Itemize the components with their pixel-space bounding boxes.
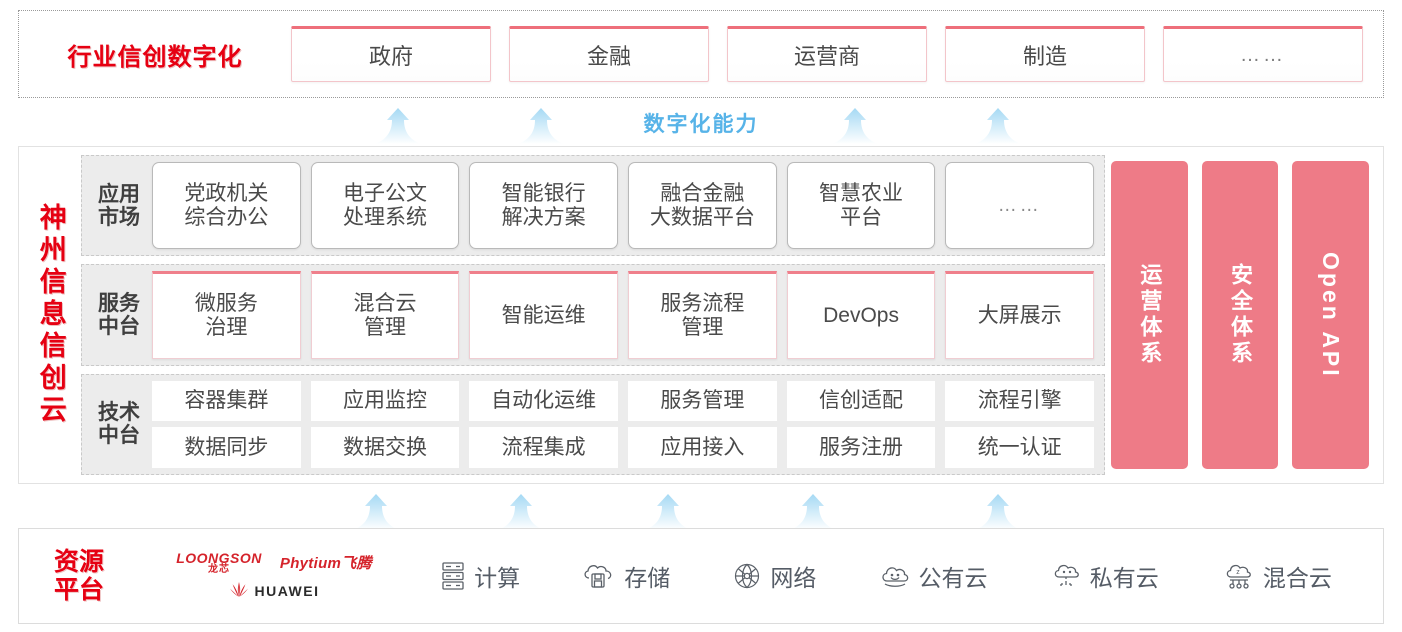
resource-arrow-row [0, 486, 1402, 530]
tech-card-r1-2[interactable]: 自动化运维 [469, 380, 619, 422]
cloud-tier-list: 应用 市场 党政机关综合办公 电子公文处理系统 智能银行解决方案 融合金融大数据… [81, 147, 1111, 483]
resource-title: 资源 平台 [53, 548, 104, 604]
industry-card-finance[interactable]: 金融 [509, 26, 709, 82]
private-cloud-icon [1050, 562, 1082, 590]
svc-card-4[interactable]: DevOps [786, 271, 936, 359]
pillar-operations-system[interactable]: 运营体系 [1111, 161, 1188, 469]
resource-item-label: 公有云 [918, 565, 988, 591]
capability-label: 数字化能力 [643, 113, 759, 136]
up-arrow-icon [975, 108, 1021, 144]
svc-card-3[interactable]: 服务流程管理 [628, 271, 777, 359]
resource-item-label: 计算 [474, 565, 521, 591]
app-card-1[interactable]: 电子公文处理系统 [310, 162, 460, 250]
capability-arrow-row: 数字化能力 [0, 100, 1402, 144]
tech-card-r1-1[interactable]: 应用监控 [310, 380, 460, 422]
tech-card-r2-2[interactable]: 流程集成 [469, 427, 619, 468]
tech-card-r2-1[interactable]: 数据交换 [310, 427, 460, 468]
cloud-pillar-list: 运营体系 安全体系 Open API [1111, 147, 1383, 483]
tech-row-1: 容器集群 应用监控 自动化运维 服务管理 信创适配 流程引擎 [152, 380, 1095, 422]
app-card-0[interactable]: 党政机关综合办公 [152, 162, 301, 250]
up-arrow-icon [353, 494, 399, 530]
up-arrow-icon [790, 494, 836, 530]
cloud-title: 神州信息信创云 [19, 147, 81, 483]
shenzhou-cloud-block: 神州信息信创云 应用 市场 党政机关综合办公 电子公文处理系统 智能银行解决方案… [18, 146, 1384, 484]
app-card-3[interactable]: 融合金融大数据平台 [628, 162, 777, 250]
vendor-row-bottom: HUAWEI [229, 581, 320, 602]
tech-card-r1-4[interactable]: 信创适配 [786, 380, 936, 422]
cloud-title-text: 神州信息信创云 [35, 203, 66, 427]
resource-item-network[interactable]: 网络 [732, 559, 816, 593]
phytium-logo: Phytium飞腾 [279, 555, 372, 572]
tier-service-platform: 服务 中台 微服务治理 混合云管理 智能运维 服务流程管理 DevOps 大屏展… [81, 264, 1105, 366]
pillar-security-system[interactable]: 安全体系 [1201, 161, 1279, 469]
resource-item-private-cloud[interactable]: 私有云 [1050, 559, 1159, 593]
resource-platform-block: 资源 平台 LOONGSON 龙芯 Phytium飞腾 [18, 528, 1384, 624]
resource-item-label: 私有云 [1089, 565, 1159, 591]
up-arrow-icon [645, 494, 691, 530]
resource-item-label: 混合云 [1262, 565, 1332, 591]
server-rack-icon [440, 561, 466, 591]
up-arrow-icon [375, 108, 421, 144]
tier-label-service-platform: 服务 中台 [98, 291, 140, 338]
industry-card-operator[interactable]: 运营商 [727, 26, 927, 82]
industry-card-more[interactable]: …… [1163, 26, 1363, 82]
industry-card-government[interactable]: 政府 [291, 26, 491, 82]
public-cloud-icon [879, 563, 911, 589]
svc-card-5[interactable]: 大屏展示 [945, 271, 1095, 359]
resource-item-label: 网络 [770, 565, 817, 591]
huawei-flower-icon [229, 581, 249, 602]
cloud-storage-icon [582, 562, 616, 590]
hybrid-cloud-icon: z [1221, 562, 1255, 590]
app-card-4[interactable]: 智慧农业平台 [786, 162, 936, 250]
industry-card-manufacturing[interactable]: 制造 [945, 26, 1145, 82]
vendor-logo-list: LOONGSON 龙芯 Phytium飞腾 HUAWEI [139, 551, 409, 602]
tier-application-market: 应用 市场 党政机关综合办公 电子公文处理系统 智能银行解决方案 融合金融大数据… [81, 155, 1105, 257]
tech-row-2: 数据同步 数据交换 流程集成 应用接入 服务注册 统一认证 [152, 427, 1095, 468]
industry-card-list: 政府 金融 运营商 制造 …… [291, 26, 1383, 82]
up-arrow-icon [498, 494, 544, 530]
svc-card-1[interactable]: 混合云管理 [310, 271, 460, 359]
up-arrow-icon [518, 108, 564, 144]
tech-card-r1-5[interactable]: 流程引擎 [945, 380, 1095, 422]
tier-card-list: 微服务治理 混合云管理 智能运维 服务流程管理 DevOps 大屏展示 [152, 271, 1095, 359]
network-globe-icon [732, 561, 762, 591]
resource-item-list: 计算 存储 [409, 559, 1383, 593]
vendor-row-top: LOONGSON 龙芯 Phytium飞腾 [176, 551, 372, 575]
svc-card-2[interactable]: 智能运维 [469, 271, 619, 359]
tech-card-r2-4[interactable]: 服务注册 [786, 427, 936, 468]
up-arrow-icon [975, 494, 1021, 530]
resource-item-compute[interactable]: 计算 [440, 559, 520, 593]
resource-item-label: 存储 [624, 565, 671, 591]
tier-label-application-market: 应用 市场 [98, 182, 140, 229]
industry-title: 行业信创数字化 [67, 43, 243, 71]
svg-text:z: z [1236, 569, 1240, 576]
tier-label-technology-platform: 技术 中台 [98, 401, 140, 448]
resource-item-public-cloud[interactable]: 公有云 [879, 559, 988, 593]
tech-card-r2-0[interactable]: 数据同步 [152, 427, 301, 468]
resource-item-storage[interactable]: 存储 [582, 559, 670, 593]
tech-card-r2-3[interactable]: 应用接入 [628, 427, 777, 468]
svc-card-0[interactable]: 微服务治理 [152, 271, 301, 359]
app-card-more[interactable]: …… [945, 162, 1095, 250]
tech-card-r1-0[interactable]: 容器集群 [152, 380, 301, 422]
resource-item-hybrid-cloud[interactable]: z 混合云 [1221, 559, 1332, 593]
pillar-open-api[interactable]: Open API [1292, 161, 1370, 469]
industry-band: 行业信创数字化 政府 金融 运营商 制造 …… [18, 10, 1384, 98]
tech-card-r2-5[interactable]: 统一认证 [945, 427, 1095, 468]
tier-card-grid: 容器集群 应用监控 自动化运维 服务管理 信创适配 流程引擎 数据同步 数据交换… [152, 380, 1095, 468]
loongson-logo: LOONGSON 龙芯 [176, 549, 262, 575]
huawei-logo: HUAWEI [229, 581, 320, 602]
tier-card-list: 党政机关综合办公 电子公文处理系统 智能银行解决方案 融合金融大数据平台 智慧农… [152, 162, 1095, 250]
up-arrow-icon [832, 108, 878, 144]
tier-technology-platform: 技术 中台 容器集群 应用监控 自动化运维 服务管理 信创适配 流程引擎 数据同… [81, 373, 1105, 475]
tech-card-r1-3[interactable]: 服务管理 [628, 380, 777, 422]
app-card-2[interactable]: 智能银行解决方案 [469, 162, 619, 250]
